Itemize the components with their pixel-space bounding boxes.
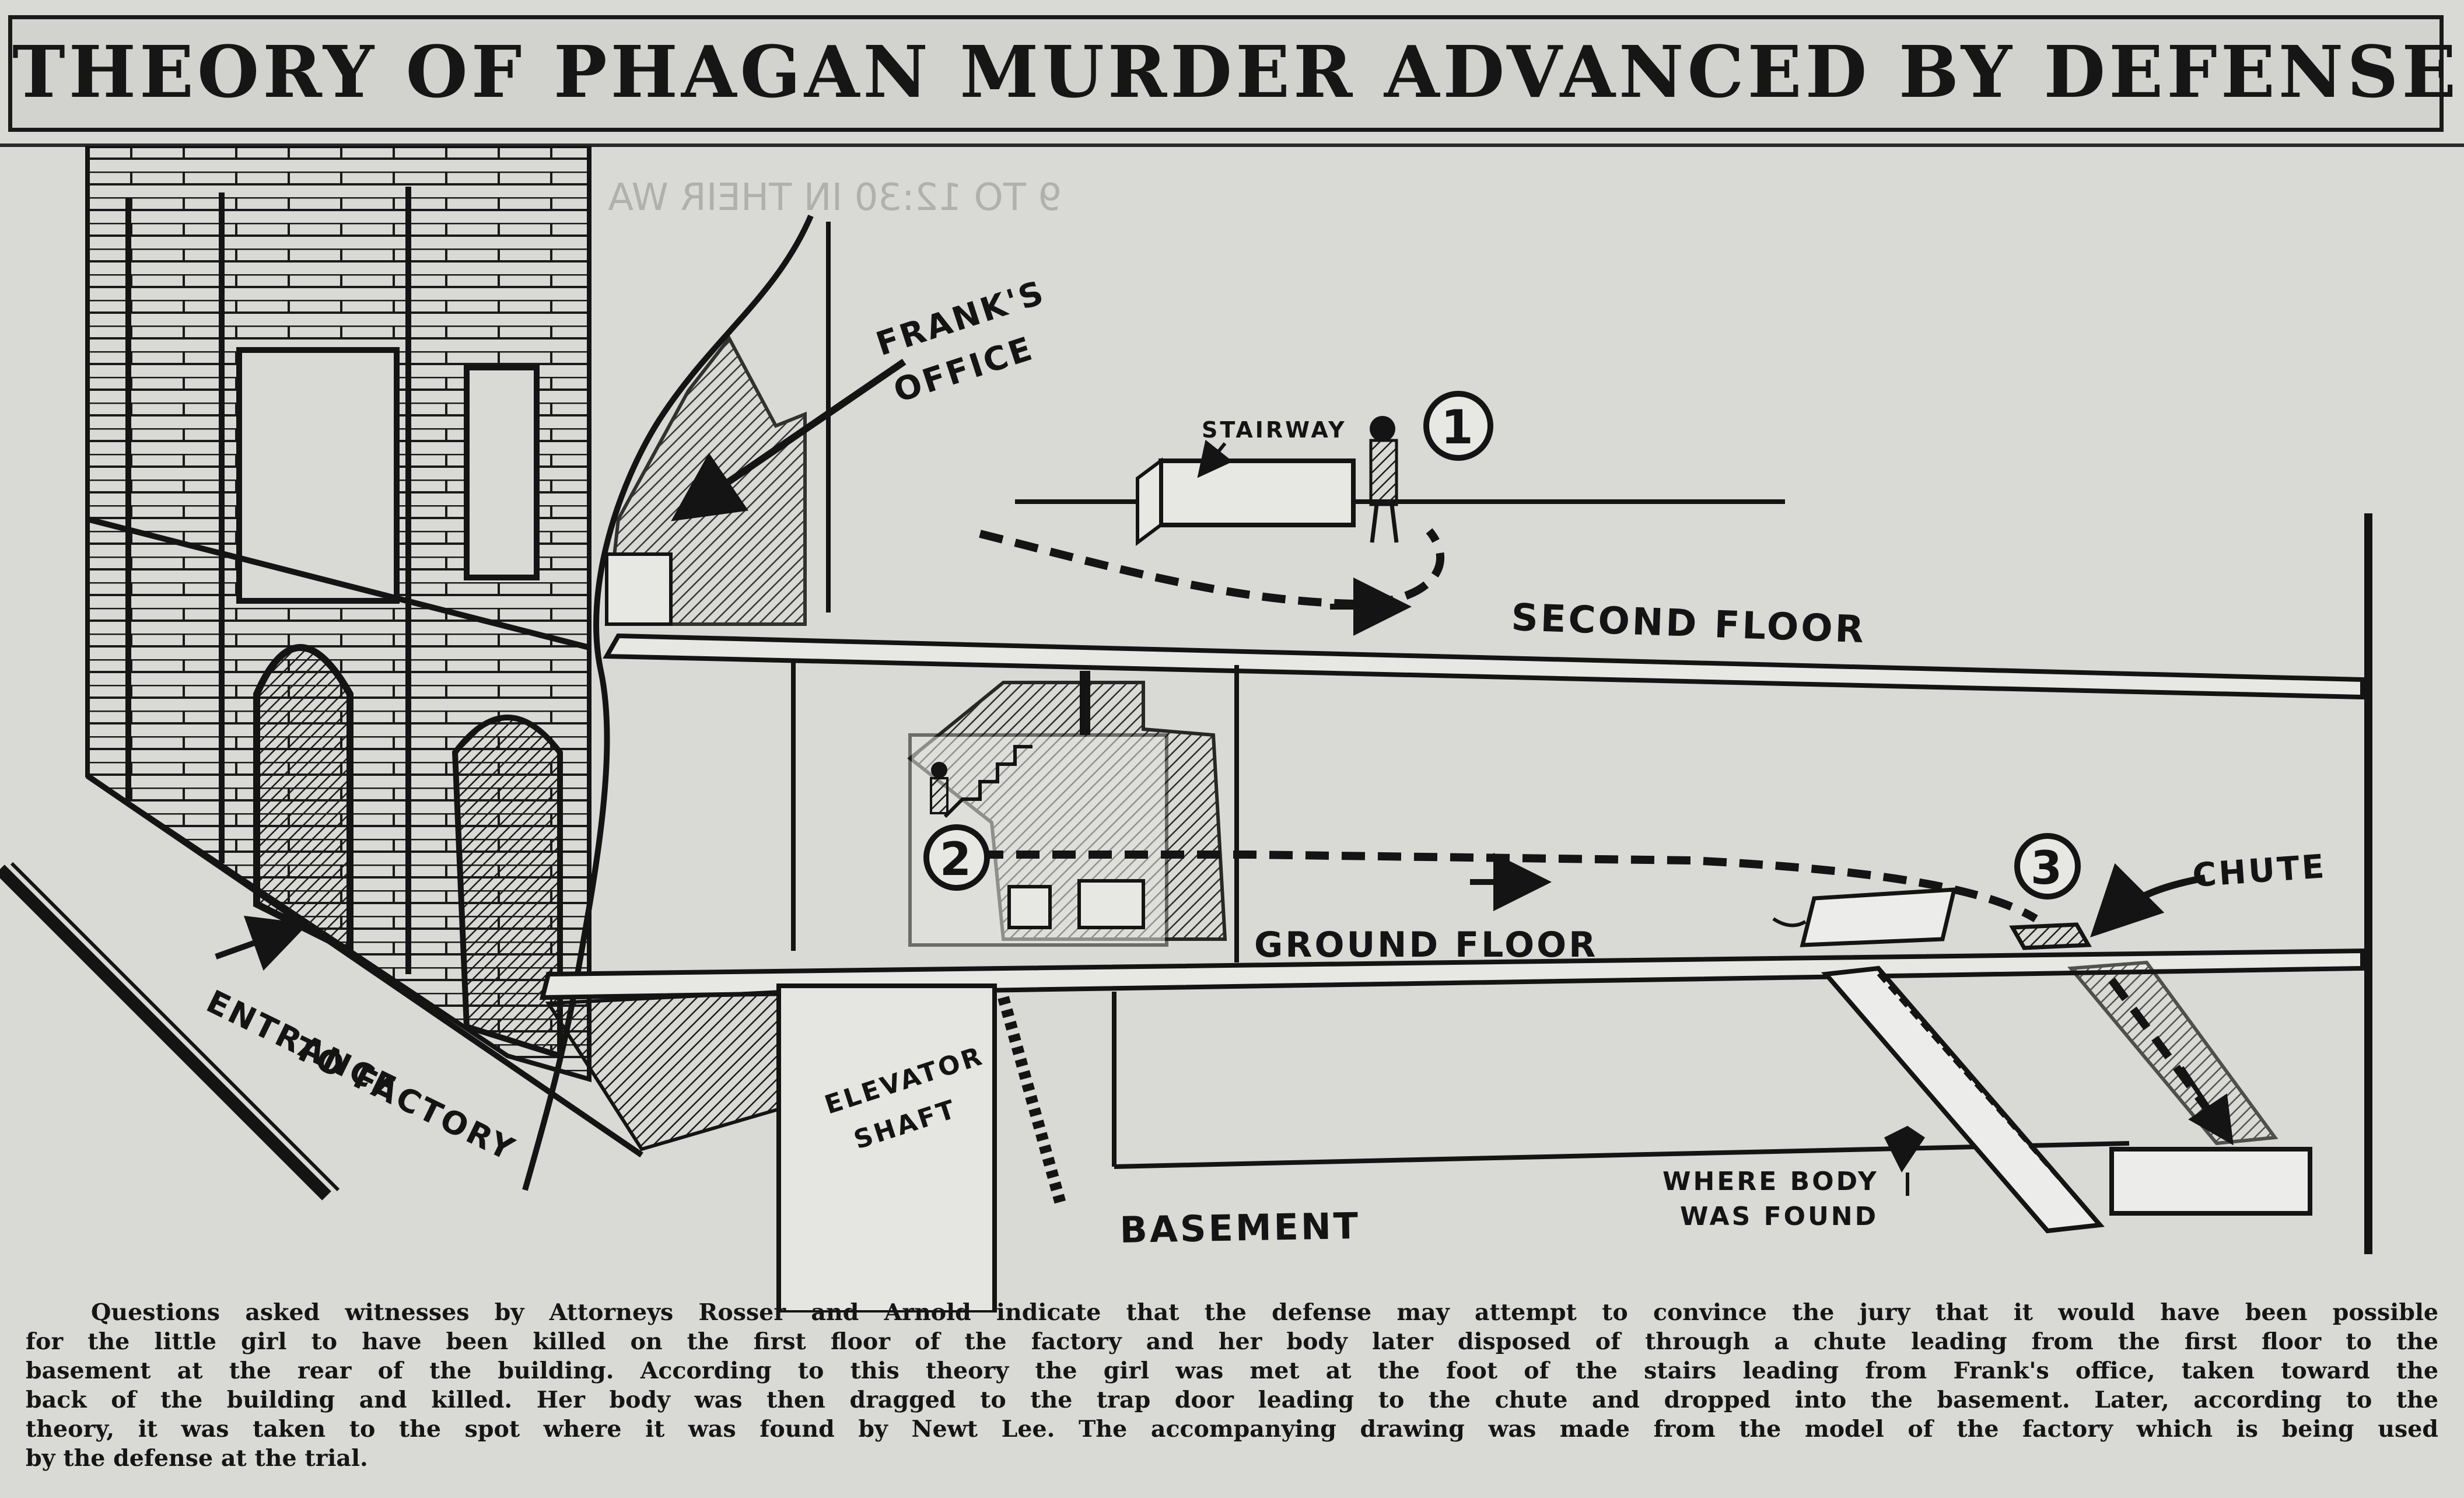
factory-cutaway-drawing: 9 TO 12:30 IN THEIR WA [0, 146, 2464, 1312]
ground-floor-slab [539, 948, 2365, 1000]
where-body-label-1: WHERE BODY [1662, 1167, 1879, 1196]
bleed-through-text: 9 TO 12:30 IN THEIR WA [608, 176, 1062, 219]
ground-floor-label: GROUND FLOOR [1254, 925, 1598, 965]
second-floor-slab [603, 633, 2365, 700]
chute-label: CHUTE [2191, 848, 2328, 895]
figure-1 [1369, 416, 1399, 543]
headline-rule [0, 144, 2464, 147]
headline: THEORY OF PHAGAN MURDER ADVANCED BY DEFE… [12, 30, 2460, 114]
headline-box: THEORY OF PHAGAN MURDER ADVANCED BY DEFE… [8, 15, 2460, 132]
caption-line-4: back of the building and killed. Her bod… [26, 1387, 2438, 1413]
ground-floor-section [791, 659, 2206, 963]
second-floor-label: SECOND FLOOR [1510, 596, 1867, 652]
stairway-label: STAIRWAY [1202, 417, 1347, 443]
caption-line-3: basement at the rear of the building. Ac… [26, 1357, 2438, 1384]
building-facade [85, 146, 592, 1083]
figure-2 [930, 762, 949, 814]
marker-1: 1 [1423, 391, 1493, 461]
caption-line-2: for the little girl to have been killed … [26, 1328, 2438, 1355]
second-floor-section [604, 222, 1785, 636]
caption-line-1: Questions asked witnesses by Attorneys R… [91, 1299, 2438, 1326]
svg-text:2: 2 [940, 834, 974, 886]
svg-text:1: 1 [1441, 400, 1476, 454]
basement-label: BASEMENT [1119, 1205, 1361, 1251]
factory-illustration: 9 TO 12:30 IN THEIR WA [0, 146, 2372, 1312]
marker-3: 3 [2014, 833, 2081, 900]
where-body-label-2: WAS FOUND [1680, 1202, 1878, 1231]
caption-line-5: theory, it was taken to the spot where i… [26, 1416, 2438, 1443]
caption: Questions asked witnesses by Attorneys R… [26, 1298, 2438, 1473]
marker-2: 2 [923, 824, 990, 891]
caption-line-6: by the defense at the trial. [26, 1445, 368, 1472]
entrance-arrow [215, 915, 309, 971]
basement-section [545, 960, 2312, 1312]
svg-text:3: 3 [2031, 842, 2064, 895]
